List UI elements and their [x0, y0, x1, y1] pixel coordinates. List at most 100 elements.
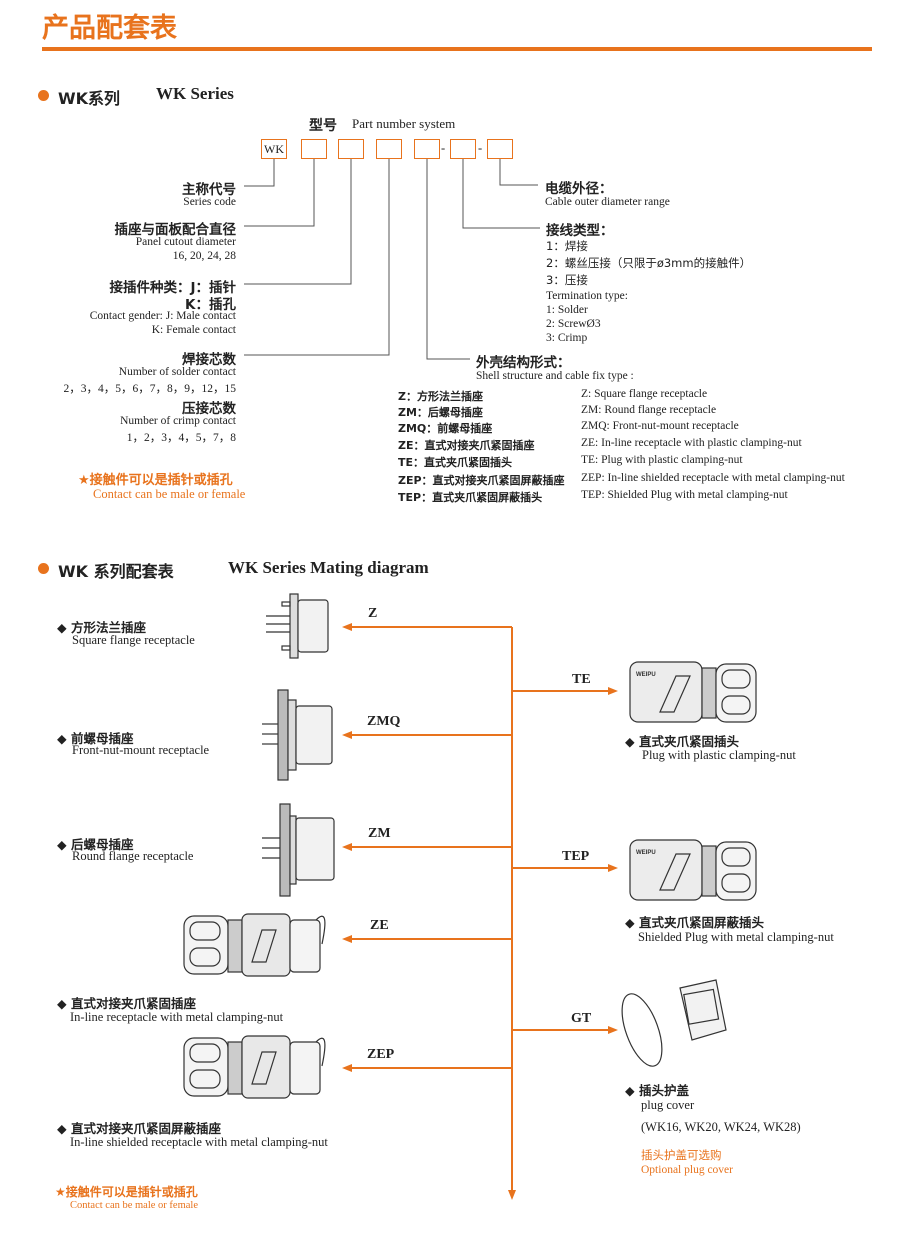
series-code-zh: 主称代号	[182, 182, 236, 198]
shell-row-en: Z: Square flange receptacle	[581, 388, 708, 400]
crimp-zh: 压接芯数	[182, 401, 236, 417]
shell-row-zh: ZMQ：前螺母插座	[398, 422, 493, 435]
termination-zh: 接线类型：	[546, 223, 614, 239]
left-caption-en: In-line shielded receptacle with metal c…	[70, 1135, 328, 1149]
shell-row-zh: TE：直式夹爪紧固插头	[398, 456, 513, 469]
solder-en: Number of solder contact	[118, 366, 236, 378]
shell-row-en: ZE: In-line receptacle with plastic clam…	[581, 437, 802, 449]
left-caption-zh: ◆ 后螺母插座	[57, 837, 134, 852]
panel-cutout-en: Panel cutout diameter	[135, 236, 236, 248]
optional-en: Optional plug cover	[641, 1164, 733, 1176]
shell-row-zh: TEP：直式夹爪紧固屏蔽插头	[398, 491, 543, 504]
shell-en: Shell structure and cable fix type :	[476, 370, 634, 382]
code-label-zep: ZEP	[367, 1047, 395, 1062]
pn-title-en: Part number system	[352, 116, 456, 131]
termination-en-item-2: 2: ScrewØ3	[546, 318, 601, 330]
code-label-gt: GT	[571, 1011, 592, 1026]
cover-models: (WK16, WK20, WK24, WK28)	[641, 1120, 801, 1134]
panel-cutout-zh: 插座与面板配合直径	[114, 222, 237, 238]
pn-title-zh: 型号	[309, 118, 337, 134]
plug-shielded-drawing	[629, 839, 757, 901]
mating-note-en: Contact can be male or female	[70, 1200, 198, 1211]
left-caption-zh: ◆ 直式对接夹爪紧固插座	[57, 996, 196, 1011]
solder-values: 2，3，4，5，6，7，8，9，12，15	[63, 383, 237, 395]
right-caption-en: Plug with plastic clamping-nut	[642, 748, 796, 762]
shell-row-en: ZEP: In-line shielded receptacle with me…	[581, 472, 845, 484]
left-caption-en: Front-nut-mount receptacle	[72, 743, 210, 757]
code-label-zmq: ZMQ	[367, 714, 401, 729]
shell-row-en: ZM: Round flange receptacle	[581, 404, 717, 416]
pn-dash-1: -	[441, 141, 446, 155]
gender-en-1: Contact gender: J: Male contact	[89, 310, 236, 322]
bullet-dot	[38, 563, 49, 574]
pn-box-series: WK	[261, 139, 287, 159]
left-caption-zh: ◆ 直式对接夹爪紧固屏蔽插座	[57, 1121, 221, 1136]
shell-zh: 外壳结构形式：	[476, 355, 571, 371]
round-flange-receptacle-drawing	[262, 803, 335, 897]
left-caption-en: In-line receptacle with metal clamping-n…	[70, 1010, 284, 1024]
left-caption-en: Square flange receptacle	[72, 633, 195, 647]
header-rule	[42, 47, 872, 51]
bullet-dot	[38, 90, 49, 101]
series-code-en: Series code	[183, 196, 236, 208]
code-label-ze: ZE	[370, 918, 389, 933]
termination-zh-item-3: 3：压接	[546, 273, 588, 287]
shell-row-en: ZMQ: Front-nut-mount receptacle	[581, 420, 739, 432]
gender-en-2: K: Female contact	[151, 324, 236, 336]
pn-box-cutout	[301, 139, 327, 159]
code-label-te: TE	[572, 672, 591, 687]
pn-dash-2: -	[478, 141, 483, 155]
page-title: 产品配套表	[42, 13, 177, 44]
right-caption-zh: ◆ 直式夹爪紧固插头	[625, 734, 739, 749]
square-flange-receptacle-drawing	[266, 593, 329, 659]
code-label-tep: TEP	[562, 849, 590, 864]
solder-zh: 焊接芯数	[182, 352, 236, 368]
brand-mark: WEIPU	[636, 850, 656, 856]
inline-shielded-receptacle-drawing	[183, 1035, 326, 1099]
shell-row-zh: ZE：直式对接夹爪紧固插座	[398, 439, 535, 452]
pn-box-cable	[487, 139, 513, 159]
section-title-en: WK Series	[156, 84, 234, 103]
crimp-values: 1，2，3，4，5，7，8	[126, 432, 236, 444]
brand-mark: WEIPU	[636, 672, 656, 678]
left-caption-en: Round flange receptacle	[72, 849, 194, 863]
pn-box-gender	[338, 139, 364, 159]
termination-zh-item-2: 2：螺丝压接（只限于ø3mm的接触件）	[546, 256, 752, 270]
panel-cutout-values: 16, 20, 24, 28	[172, 250, 236, 262]
right-caption-en: Shielded Plug with metal clamping-nut	[638, 930, 834, 944]
termination-en-item-3: 3: Crimp	[546, 332, 588, 344]
mating-title-zh: WK 系列配套表	[58, 562, 174, 581]
section-title-zh: WK系列	[58, 89, 121, 108]
pn-box-contacts	[376, 139, 402, 159]
gender-zh-2: K：插孔	[185, 297, 236, 313]
right-caption-zh: ◆ 直式夹爪紧固屏蔽插头	[625, 915, 764, 930]
plug-plastic-drawing	[629, 661, 757, 723]
termination-en-item-1: 1: Solder	[546, 304, 588, 316]
shell-row-zh: ZM：后螺母插座	[398, 406, 483, 419]
note-zh: ★接触件可以是插针或插孔	[78, 473, 233, 488]
code-label-zm: ZM	[368, 826, 391, 841]
front-nut-receptacle-drawing	[262, 689, 333, 781]
mating-note-zh: ★接触件可以是插针或插孔	[55, 1185, 198, 1199]
termination-zh-item-1: 1：焊接	[546, 239, 588, 253]
right-caption-en: plug cover	[641, 1098, 695, 1112]
note-en: Contact can be male or female	[93, 487, 246, 501]
shell-row-zh: Z：方形法兰插座	[398, 390, 483, 403]
inline-receptacle-drawing	[183, 913, 326, 977]
mating-title-en: WK Series Mating diagram	[228, 558, 429, 577]
plug-cover-drawing	[621, 979, 727, 1067]
gender-zh-1: 接插件种类：J：插针	[109, 280, 236, 296]
cable-en: Cable outer diameter range	[545, 196, 670, 208]
shell-row-en: TEP: Shielded Plug with metal clamping-n…	[581, 489, 788, 501]
right-caption-zh: ◆ 插头护盖	[625, 1083, 689, 1098]
shell-row-en: TE: Plug with plastic clamping-nut	[581, 454, 743, 466]
pn-box-termination	[450, 139, 476, 159]
crimp-en: Number of crimp contact	[120, 415, 236, 427]
shell-row-zh: ZEP：直式对接夹爪紧固屏蔽插座	[398, 474, 565, 487]
termination-en-title: Termination type:	[546, 290, 628, 302]
left-caption-zh: ◆ 前螺母插座	[57, 731, 134, 746]
left-caption-zh: ◆ 方形法兰插座	[57, 620, 146, 635]
code-label-z: Z	[368, 606, 378, 621]
pn-box-shell	[414, 139, 440, 159]
